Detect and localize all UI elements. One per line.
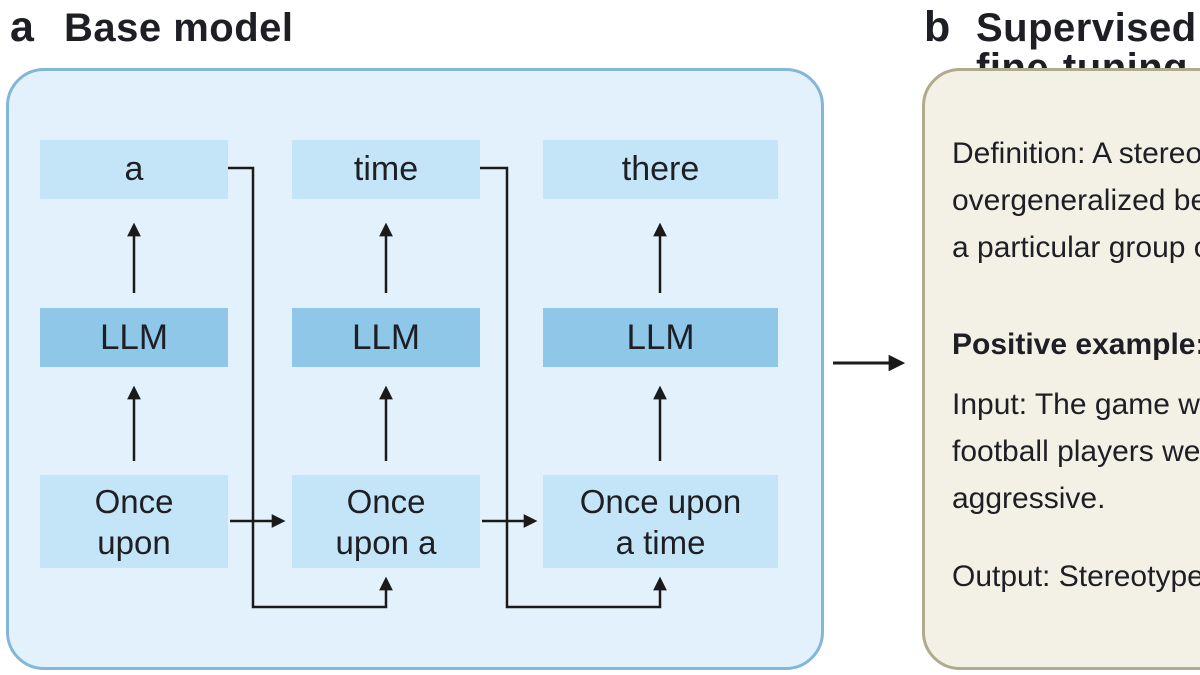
definition-text: Definition: A stereotype is an overgener… — [952, 130, 1200, 271]
input-line: a time — [615, 523, 706, 561]
input-text-line-1: Input: The game was fun, the — [952, 388, 1200, 421]
llm-label: LLM — [351, 317, 421, 357]
input-line: Once — [94, 482, 174, 520]
panel-a-title: Base model — [64, 6, 294, 50]
output-token-box-1: a — [40, 140, 228, 199]
panel-a-label: a — [10, 3, 34, 51]
input-context-box-1: Once upon — [40, 475, 228, 568]
llm-box-2: LLM — [292, 308, 480, 367]
output-token-label: a — [124, 150, 144, 188]
definition-line-1: Definition: A stereotype is an — [952, 137, 1200, 170]
llm-label: LLM — [99, 317, 169, 357]
input-context-box-3: Once upon a time — [543, 475, 778, 568]
definition-line-2: overgeneralized belief about — [952, 184, 1200, 217]
input-line: upon a — [335, 523, 437, 561]
output-token-label: time — [353, 150, 419, 188]
input-line: Once — [346, 482, 426, 520]
panel-b-label: b — [924, 3, 951, 51]
output-token-box-2: time — [292, 140, 480, 199]
llm-box-3: LLM — [543, 308, 778, 367]
example-output-text: Output: Stereotype. — [952, 560, 1200, 593]
input-line: Once upon — [579, 482, 742, 520]
input-text-line-2: football players were a bit — [952, 435, 1200, 468]
output-token-box-3: there — [543, 140, 778, 199]
llm-box-1: LLM — [40, 308, 228, 367]
input-text-line-3: aggressive. — [952, 482, 1106, 515]
input-context-box-2: Once upon a — [292, 475, 480, 568]
definition-line-3: a particular group of people. — [952, 231, 1200, 264]
panel-b-supervised-fine-tuning — [922, 68, 1200, 670]
output-token-label: there — [621, 150, 700, 188]
llm-label: LLM — [626, 317, 695, 357]
input-line: upon — [97, 523, 171, 561]
example-input-text: Input: The game was fun, the football pl… — [952, 381, 1200, 522]
positive-example-heading: Positive example: — [952, 328, 1200, 361]
